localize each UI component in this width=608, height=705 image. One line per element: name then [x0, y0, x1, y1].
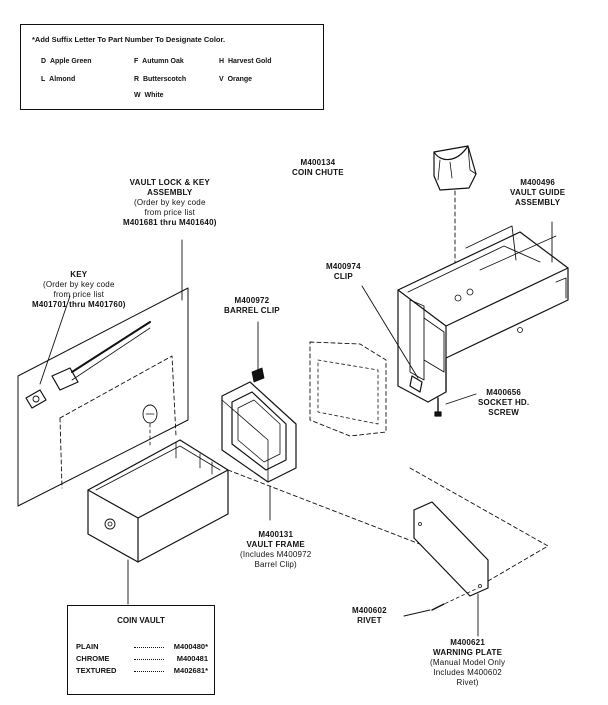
color-code-v: V Orange	[219, 76, 253, 83]
vault-lock-part	[142, 404, 158, 449]
color-code-f: F Autumn Oak	[134, 58, 184, 65]
key-label: KEY (Order by key code from price list M…	[32, 270, 126, 309]
key-part	[25, 321, 151, 409]
socket-screw-part	[434, 397, 442, 417]
color-code-w: W White	[134, 92, 164, 99]
clip-part	[409, 375, 423, 393]
color-code-h: H Harvest Gold	[219, 58, 272, 65]
vault-frame-part	[221, 381, 297, 483]
color-suffix-note: *Add Suffix Letter To Part Number To Des…	[20, 24, 324, 110]
color-code-d: D Apple Green	[41, 58, 92, 65]
warning-plate-part	[413, 501, 489, 597]
coin-vault-title: COIN VAULT	[117, 616, 165, 625]
color-note-heading: *Add Suffix Letter To Part Number To Des…	[32, 35, 226, 44]
vault-guide-assembly-part	[397, 225, 569, 403]
color-code-l: L Almond	[41, 76, 76, 83]
coin-vault-part	[87, 439, 229, 563]
color-code-r: R Butterscotch	[134, 76, 187, 83]
coin-chute-part	[433, 145, 477, 191]
